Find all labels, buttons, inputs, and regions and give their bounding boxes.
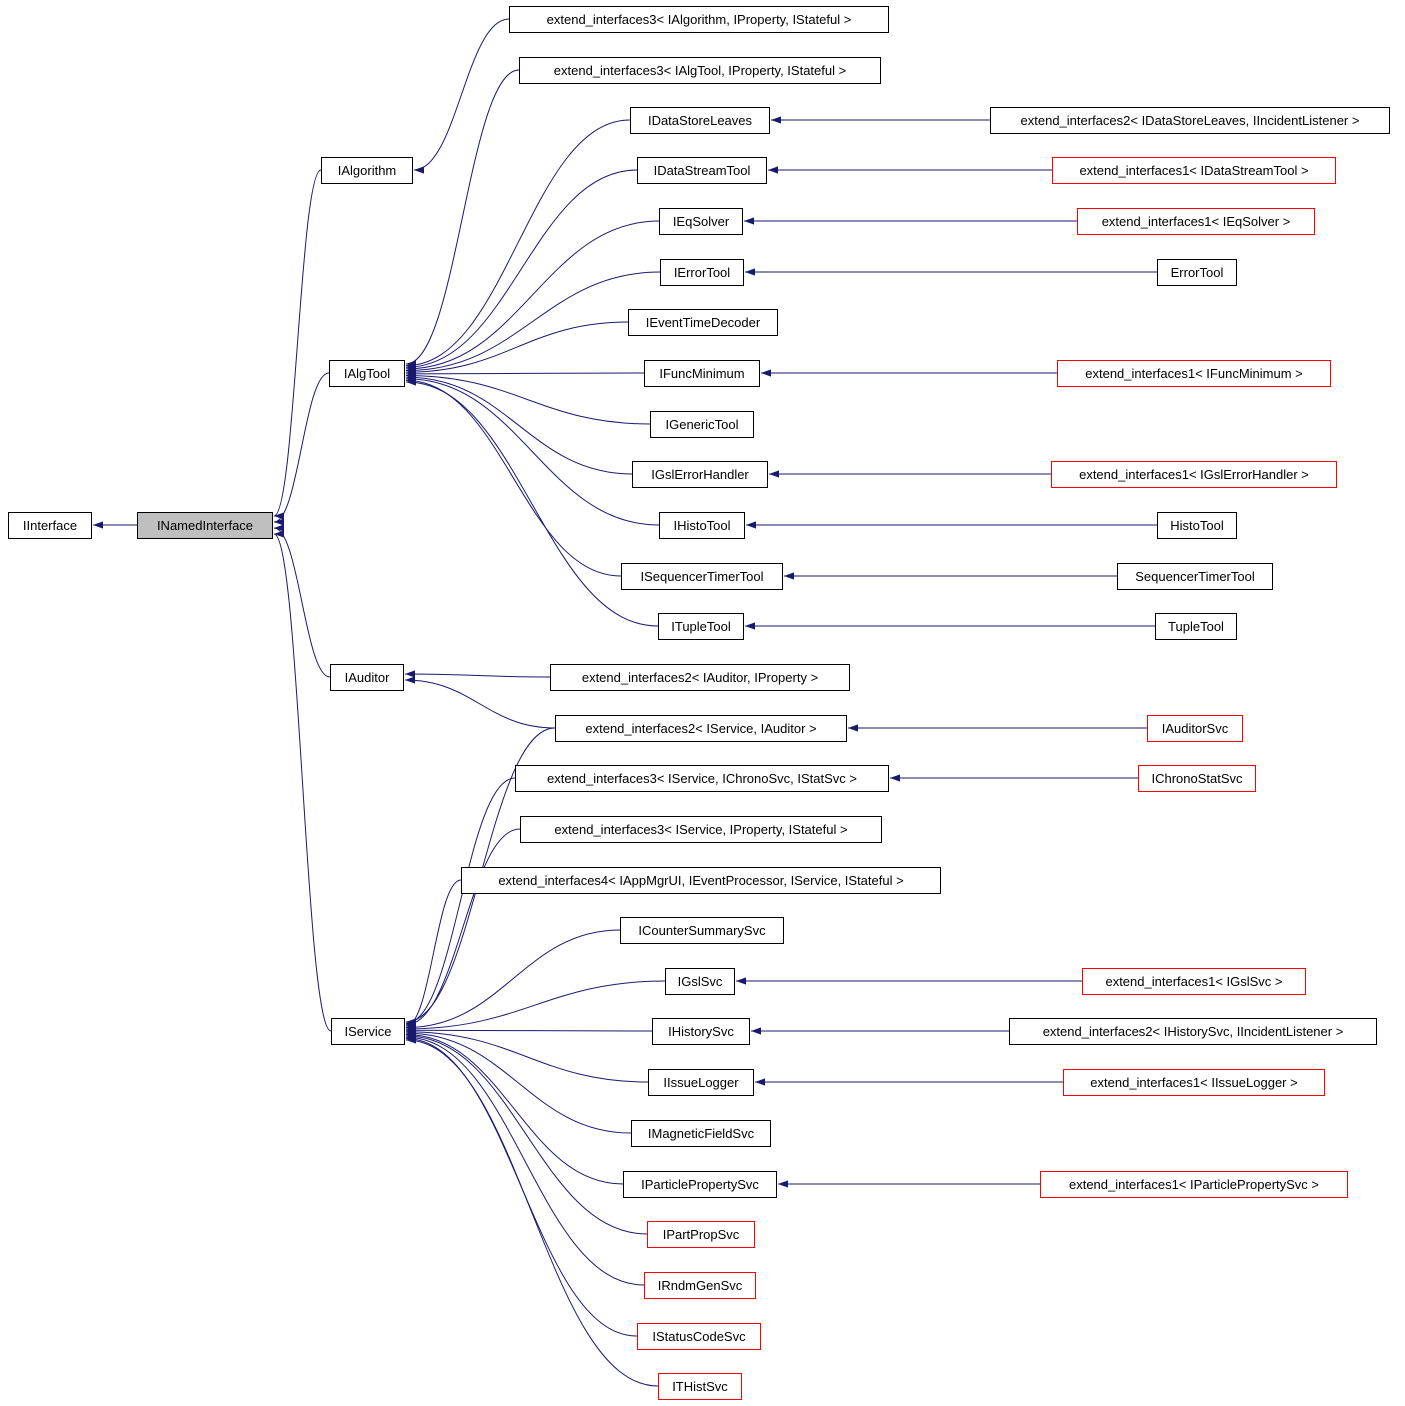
class-node-ei1_IParticlePropertySvc[interactable]: extend_interfaces1< IParticlePropertySvc… <box>1040 1170 1348 1198</box>
edge-ei2_IService_IAuditor-to-IAuditor <box>404 676 556 729</box>
class-node-IMagneticFieldSvc[interactable]: IMagneticFieldSvc <box>631 1119 771 1147</box>
edge-IService-to-INamedInterface <box>273 530 332 1032</box>
edge-ei3_IAlgTool-to-IAlgTool <box>405 69 520 368</box>
class-node-ei3_IService_IChronoSvc[interactable]: extend_interfaces3< IService, IChronoSvc… <box>515 764 889 792</box>
edge-ei3_IService_IChronoSvc-to-IService <box>405 777 516 1027</box>
edge-IEventTimeDecoder-to-IAlgTool <box>405 321 629 376</box>
class-node-IIssueLogger[interactable]: IIssueLogger <box>648 1068 754 1096</box>
class-node-IAuditor[interactable]: IAuditor <box>330 663 404 691</box>
class-node-ei1_IEqSolver[interactable]: extend_interfaces1< IEqSolver > <box>1077 207 1315 235</box>
edge-IAlgorithm-to-INamedInterface <box>273 169 322 520</box>
class-node-SequencerTimerTool[interactable]: SequencerTimerTool <box>1117 562 1273 590</box>
class-node-IPartPropSvc[interactable]: IPartPropSvc <box>647 1220 755 1248</box>
class-node-ei2_IAuditor_IProperty[interactable]: extend_interfaces2< IAuditor, IProperty … <box>550 663 850 691</box>
edge-IGenericTool-to-IAlgTool <box>405 371 651 425</box>
class-node-IGslSvc[interactable]: IGslSvc <box>665 967 735 995</box>
edge-IHistoTool-to-IAlgTool <box>405 375 660 526</box>
class-node-ei3_IService_IProperty[interactable]: extend_interfaces3< IService, IProperty,… <box>520 815 882 843</box>
edge-IEqSolver-to-IAlgTool <box>405 220 660 373</box>
class-node-ei1_IIssueLogger[interactable]: extend_interfaces1< IIssueLogger > <box>1063 1068 1325 1096</box>
class-node-IParticlePropertySvc[interactable]: IParticlePropertySvc <box>623 1170 777 1198</box>
edge-IErrorTool-to-IAlgTool <box>405 271 661 375</box>
class-node-ei1_IGslSvc[interactable]: extend_interfaces1< IGslSvc > <box>1082 967 1306 995</box>
edge-ei3_IService_IProperty-to-IService <box>405 828 521 1029</box>
class-node-IEqSolver[interactable]: IEqSolver <box>659 207 743 235</box>
edge-IParticlePropertySvc-to-IService <box>405 1030 624 1185</box>
edge-IDataStreamTool-to-IAlgTool <box>405 169 638 371</box>
edge-ei4_IAppMgrUI-to-IService <box>405 879 462 1030</box>
class-node-INamedInterface[interactable]: INamedInterface <box>137 511 273 539</box>
class-node-HistoTool[interactable]: HistoTool <box>1157 511 1237 539</box>
class-node-IInterface[interactable]: IInterface <box>8 511 92 539</box>
class-node-TupleTool[interactable]: TupleTool <box>1155 612 1237 640</box>
class-node-IRndmGenSvc[interactable]: IRndmGenSvc <box>644 1271 756 1299</box>
class-node-ITupleTool[interactable]: ITupleTool <box>658 612 744 640</box>
class-node-ErrorTool[interactable]: ErrorTool <box>1157 258 1237 286</box>
edge-ei3_IAlgorithm-to-IAlgorithm <box>413 18 510 174</box>
edge-IFuncMinimum-to-IAlgTool <box>405 370 645 378</box>
edge-IRndmGenSvc-to-IService <box>405 1033 645 1286</box>
class-node-ei2_IDataStoreLeaves[interactable]: extend_interfaces2< IDataStoreLeaves, II… <box>990 106 1390 134</box>
class-node-ei2_IService_IAuditor[interactable]: extend_interfaces2< IService, IAuditor > <box>555 714 847 742</box>
class-node-IAlgTool[interactable]: IAlgTool <box>329 359 405 387</box>
class-node-IChronoStatSvc[interactable]: IChronoStatSvc <box>1138 764 1256 792</box>
class-node-IAuditorSvc[interactable]: IAuditorSvc <box>1147 714 1243 742</box>
class-node-ISequencerTimerTool[interactable]: ISequencerTimerTool <box>621 562 783 590</box>
class-node-ei1_IFuncMinimum[interactable]: extend_interfaces1< IFuncMinimum > <box>1057 359 1331 387</box>
edge-IGslSvc-to-IService <box>405 980 666 1033</box>
class-node-ei2_IHistorySvc[interactable]: extend_interfaces2< IHistorySvc, IIncide… <box>1009 1017 1377 1045</box>
edge-IGslErrorHandler-to-IAlgTool <box>405 373 633 475</box>
edge-ITHistSvc-to-IService <box>405 1036 659 1387</box>
edge-IDataStoreLeaves-to-IAlgTool <box>405 119 631 370</box>
class-node-IAlgorithm[interactable]: IAlgorithm <box>321 156 413 184</box>
edge-ICounterSummarySvc-to-IService <box>405 929 621 1032</box>
edge-IMagneticFieldSvc-to-IService <box>405 1029 632 1134</box>
class-node-IHistorySvc[interactable]: IHistorySvc <box>652 1017 750 1045</box>
class-node-IErrorTool[interactable]: IErrorTool <box>660 258 744 286</box>
edge-IIssueLogger-to-IService <box>405 1028 649 1083</box>
class-node-ei1_IGslErrorHandler[interactable]: extend_interfaces1< IGslErrorHandler > <box>1051 460 1337 488</box>
class-node-IDataStreamTool[interactable]: IDataStreamTool <box>637 156 767 184</box>
edge-IAlgTool-to-INamedInterface <box>273 372 330 526</box>
edge-IHistorySvc-to-IService <box>405 1026 653 1034</box>
class-node-ei4_IAppMgrUI[interactable]: extend_interfaces4< IAppMgrUI, IEventPro… <box>461 866 941 894</box>
class-node-IGenericTool[interactable]: IGenericTool <box>650 410 754 438</box>
class-node-IEventTimeDecoder[interactable]: IEventTimeDecoder <box>628 308 778 336</box>
edge-IPartPropSvc-to-IService <box>405 1032 648 1235</box>
class-node-ei3_IAlgTool[interactable]: extend_interfaces3< IAlgTool, IProperty,… <box>519 56 881 84</box>
edge-ei2_IAuditor_IProperty-to-IAuditor <box>404 670 551 678</box>
edge-ITupleTool-to-IAlgTool <box>405 378 659 627</box>
class-node-ei1_IDataStreamTool[interactable]: extend_interfaces1< IDataStreamTool > <box>1052 156 1336 184</box>
class-node-IGslErrorHandler[interactable]: IGslErrorHandler <box>632 460 768 488</box>
class-node-IFuncMinimum[interactable]: IFuncMinimum <box>644 359 760 387</box>
class-node-ICounterSummarySvc[interactable]: ICounterSummarySvc <box>620 916 784 944</box>
class-node-IDataStoreLeaves[interactable]: IDataStoreLeaves <box>630 106 770 134</box>
class-node-IHistoTool[interactable]: IHistoTool <box>659 511 745 539</box>
class-node-ei3_IAlgorithm[interactable]: extend_interfaces3< IAlgorithm, IPropert… <box>509 5 889 33</box>
class-node-ITHistSvc[interactable]: ITHistSvc <box>658 1372 742 1400</box>
class-node-IService[interactable]: IService <box>331 1017 405 1045</box>
class-node-IStatusCodeSvc[interactable]: IStatusCodeSvc <box>637 1322 761 1350</box>
